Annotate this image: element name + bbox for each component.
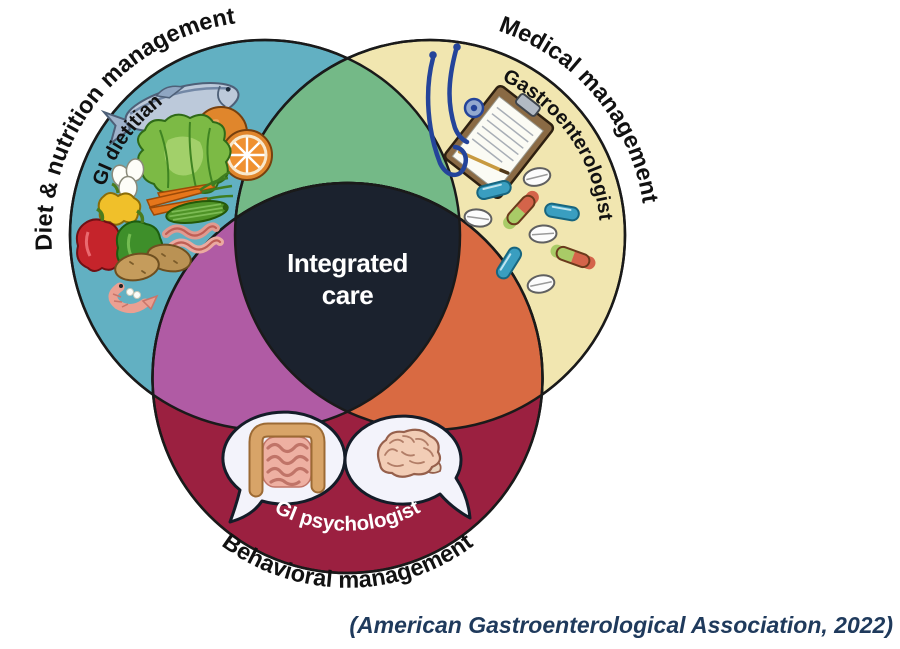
green-red-capsule-icon: [503, 190, 596, 270]
cucumber-icon: [165, 199, 229, 225]
citation-text: (American Gastroenterological Associatio…: [349, 612, 893, 638]
red-pepper-icon: [75, 207, 124, 272]
orange-slice-icon: [221, 129, 273, 181]
shrimp-icon: [108, 282, 159, 313]
tablet-icon: [463, 167, 558, 294]
brain-icon: [376, 428, 442, 478]
lettuce-icon: [137, 113, 232, 197]
bacon-icon: [162, 222, 224, 254]
potatoes-icon: [114, 243, 192, 282]
clipboard-icon: [443, 84, 555, 200]
integrated-care-label-line1: Integrated: [287, 248, 408, 278]
intestine-icon: [248, 422, 326, 498]
integrated-care-label-line2: care: [322, 280, 374, 310]
stethoscope-icon: [425, 43, 485, 178]
blue-capsule-icon: [476, 179, 580, 280]
behavioral-circle-outline: [151, 181, 544, 575]
